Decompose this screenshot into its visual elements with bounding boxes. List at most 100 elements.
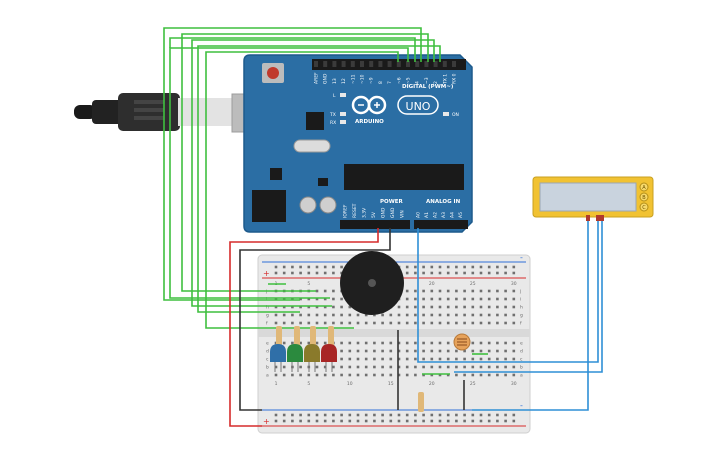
breadboard-hole — [487, 341, 491, 345]
breadboard-hole — [356, 365, 360, 369]
breadboard-hole — [323, 297, 327, 301]
breadboard-hole — [414, 305, 417, 309]
breadboard-hole — [446, 373, 450, 377]
led-tx-label: TX — [329, 112, 336, 118]
row-letter: g — [266, 314, 269, 319]
digital-pin-label: ~11 — [350, 74, 356, 84]
breadboard-hole — [512, 321, 516, 325]
column-number: 10 — [347, 381, 353, 387]
row-letter: b — [520, 365, 523, 371]
breadboard-hole — [340, 419, 343, 423]
led-green — [287, 344, 303, 372]
digital-pin-label: GND — [323, 73, 329, 84]
breadboard-hole — [438, 365, 442, 369]
breadboard-hole — [274, 419, 278, 423]
breadboard-hole — [291, 321, 294, 325]
breadboard-hole — [512, 357, 516, 361]
row-letter: f — [266, 321, 268, 327]
breadboard-hole — [282, 321, 286, 325]
digital-pin-label: ~5 — [406, 77, 412, 84]
breadboard-hole — [299, 419, 302, 423]
breadboard-hole — [479, 271, 483, 275]
breadboard-hole — [479, 305, 483, 309]
row-letter: b — [266, 365, 269, 371]
breadboard-hole — [479, 313, 483, 317]
led-rx — [340, 120, 346, 124]
breadboard-hole — [307, 297, 311, 301]
breadboard-hole — [332, 289, 335, 293]
breadboard-hole — [348, 349, 352, 353]
breadboard-hole — [364, 321, 368, 325]
breadboard-hole — [496, 365, 499, 369]
breadboard-hole — [455, 265, 458, 269]
breadboard-hole — [405, 349, 409, 353]
breadboard-hole — [446, 349, 450, 353]
breadboard-hole — [463, 321, 466, 325]
breadboard-hole — [323, 419, 327, 423]
column-number: 15 — [388, 381, 394, 387]
breadboard-hole — [340, 357, 343, 361]
breadboard-hole — [274, 265, 278, 269]
breadboard-hole — [496, 357, 499, 361]
green-wire-4 — [181, 33, 429, 292]
breadboard-hole — [463, 357, 466, 361]
breadboard-hole — [274, 313, 278, 317]
digital-pin-label: 4 — [415, 81, 421, 84]
breadboard-hole — [389, 365, 393, 369]
row-letter: d — [266, 349, 269, 355]
breadboard-hole — [414, 349, 417, 353]
breadboard-hole — [414, 413, 417, 417]
breadboard-hole — [414, 365, 417, 369]
breadboard-hole — [274, 413, 278, 417]
power-pin-label: GND — [390, 207, 396, 218]
lcd-pin-a-dot — [639, 182, 649, 192]
breadboard-hole — [356, 413, 360, 417]
breadboard-hole — [446, 313, 450, 317]
breadboard-hole — [471, 341, 475, 345]
breadboard-hole — [414, 289, 417, 293]
breadboard-hole — [455, 297, 458, 301]
breadboard-hole — [397, 419, 401, 423]
breadboard-hole — [414, 271, 417, 275]
breadboard-hole — [504, 271, 507, 275]
breadboard-hole — [381, 357, 384, 361]
breadboard-hole — [299, 373, 302, 377]
reset-button[interactable] — [267, 67, 279, 79]
breadboard-hole — [323, 271, 327, 275]
breadboard-hole — [348, 373, 352, 377]
breadboard-hole — [414, 321, 417, 325]
breadboard-hole — [405, 413, 409, 417]
breadboard-hole — [479, 321, 483, 325]
breadboard-hole — [504, 321, 507, 325]
breadboard-hole — [463, 365, 466, 369]
breadboard-hole — [438, 321, 442, 325]
digital-pin-label: ~9 — [369, 77, 375, 84]
breadboard-hole — [282, 271, 286, 275]
breadboard-hole — [356, 357, 360, 361]
ldr-track — [457, 338, 467, 346]
breadboard-hole — [332, 373, 335, 377]
breadboard-hole — [364, 357, 368, 361]
breadboard-hole — [455, 349, 458, 353]
breadboard-hole — [274, 321, 278, 325]
breadboard-hole — [438, 341, 442, 345]
breadboard-hole — [414, 341, 417, 345]
breadboard-hole — [397, 305, 401, 309]
breadboard-hole — [315, 419, 319, 423]
breadboard-hole — [332, 265, 335, 269]
breadboard-hole — [282, 297, 286, 301]
breadboard-hole — [463, 271, 466, 275]
column-number: 20 — [429, 381, 435, 387]
breadboard-hole — [274, 365, 278, 369]
breadboard-hole — [512, 341, 516, 345]
breadboard-hole — [487, 419, 491, 423]
row-letter: h — [266, 305, 269, 311]
led-on — [443, 112, 449, 116]
breadboard-hole — [463, 297, 466, 301]
resistor-2 — [294, 326, 300, 348]
breadboard-hole — [496, 313, 499, 317]
digital-pin-socket — [415, 61, 420, 67]
digital-header-label: DIGITAL (PWM~) — [402, 84, 454, 90]
breadboard-hole — [323, 289, 327, 293]
analog-header-label: ANALOG IN — [426, 199, 461, 205]
